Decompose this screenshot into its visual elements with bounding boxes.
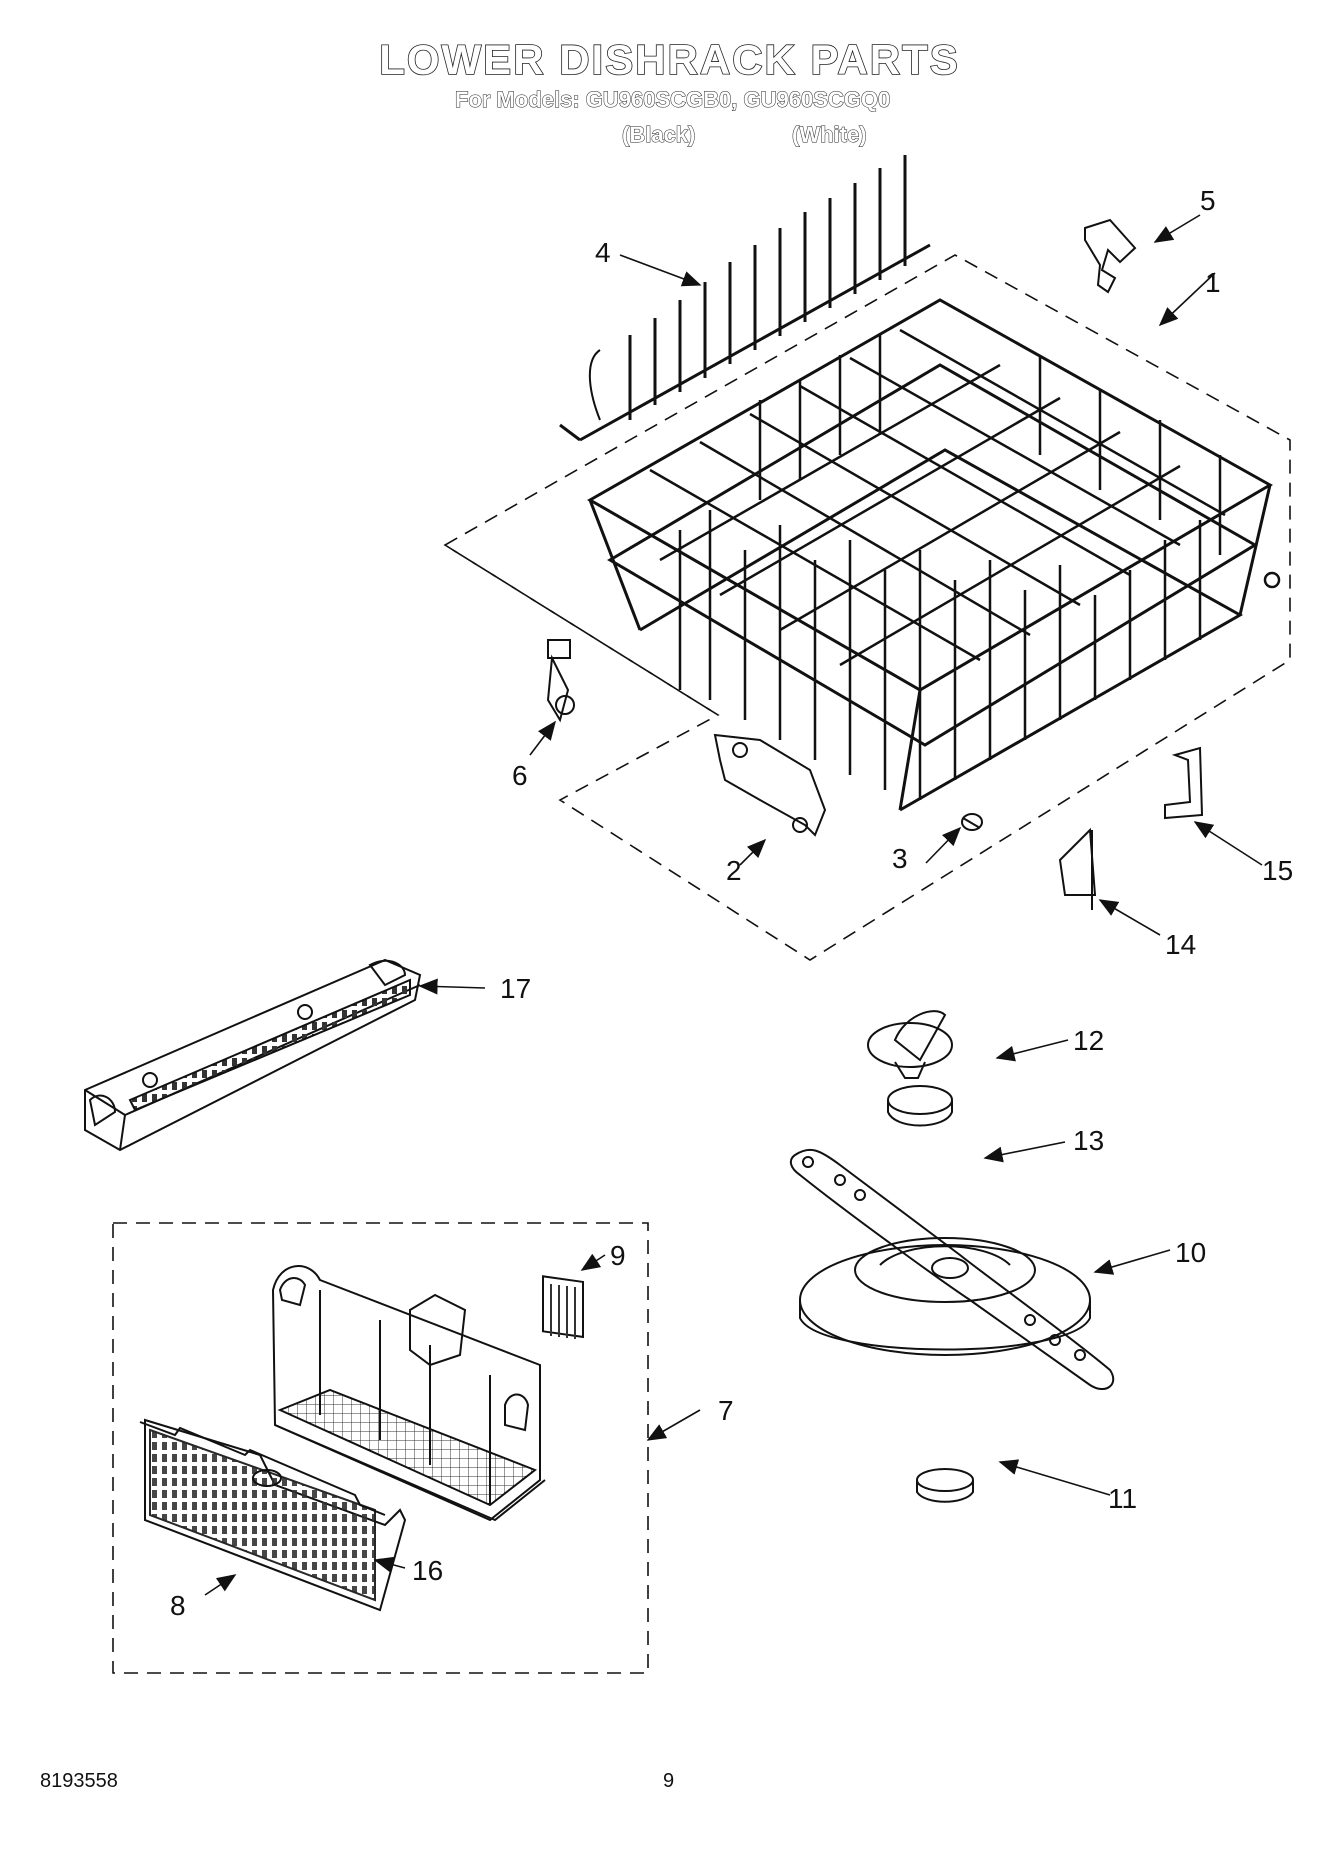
spray-arm-bearing bbox=[916, 1468, 974, 1503]
wheel-bracket bbox=[713, 733, 827, 837]
callout-2: 2 bbox=[726, 855, 742, 886]
models-line: For Models: GU960SCGB0, GU960SCGQ0 bbox=[454, 87, 891, 113]
basket-lid bbox=[144, 1418, 407, 1612]
callout-14: 14 bbox=[1165, 929, 1196, 960]
callout-1: 1 bbox=[1205, 267, 1221, 298]
cutlery-tray bbox=[84, 958, 422, 1152]
callout-16: 16 bbox=[412, 1555, 443, 1586]
tine-row bbox=[559, 155, 931, 442]
leader-lines bbox=[204, 214, 1263, 1596]
spray-arm-filter bbox=[799, 1237, 1091, 1356]
lower-spray-arm bbox=[789, 1148, 1115, 1390]
callout-7: 7 bbox=[718, 1395, 734, 1426]
callout-15: 15 bbox=[1262, 855, 1293, 886]
rack-clip bbox=[1084, 218, 1137, 294]
stop-bracket bbox=[1058, 827, 1097, 910]
callout-11: 11 bbox=[1108, 1483, 1137, 1514]
page-title: LOWER DISHRACK PARTS bbox=[378, 35, 960, 84]
variant-black-label: (Black) bbox=[621, 122, 696, 148]
bumper bbox=[961, 813, 983, 831]
spray-arm-cap bbox=[867, 1010, 953, 1079]
basket-divider bbox=[542, 1275, 584, 1339]
callout-8: 8 bbox=[170, 1590, 186, 1621]
silverware-basket bbox=[271, 1265, 546, 1522]
lower-rack bbox=[586, 298, 1281, 812]
silverware-basket-outline bbox=[112, 1222, 649, 1674]
callout-10: 10 bbox=[1175, 1237, 1206, 1268]
callout-3: 3 bbox=[892, 843, 908, 874]
callout-12: 12 bbox=[1073, 1025, 1104, 1056]
track-stop bbox=[1164, 746, 1204, 820]
callout-6: 6 bbox=[512, 760, 528, 791]
callout-4: 4 bbox=[595, 237, 611, 268]
callout-9: 9 bbox=[610, 1240, 626, 1271]
rack-assembly-outline bbox=[443, 254, 1291, 961]
variant-white-label: (White) bbox=[792, 122, 868, 148]
callout-13: 13 bbox=[1073, 1125, 1104, 1156]
spray-arm-hub bbox=[887, 1085, 953, 1127]
callout-17: 17 bbox=[500, 973, 531, 1004]
document-number: 8193558 bbox=[40, 1770, 118, 1792]
page-number: 9 bbox=[663, 1770, 675, 1792]
lid-handle bbox=[139, 1421, 386, 1516]
callout-5: 5 bbox=[1200, 185, 1216, 216]
callout-labels: 1 2 3 4 5 6 7 8 9 10 11 12 13 14 15 16 1… bbox=[170, 185, 1293, 1621]
roller-assembly bbox=[546, 639, 575, 723]
